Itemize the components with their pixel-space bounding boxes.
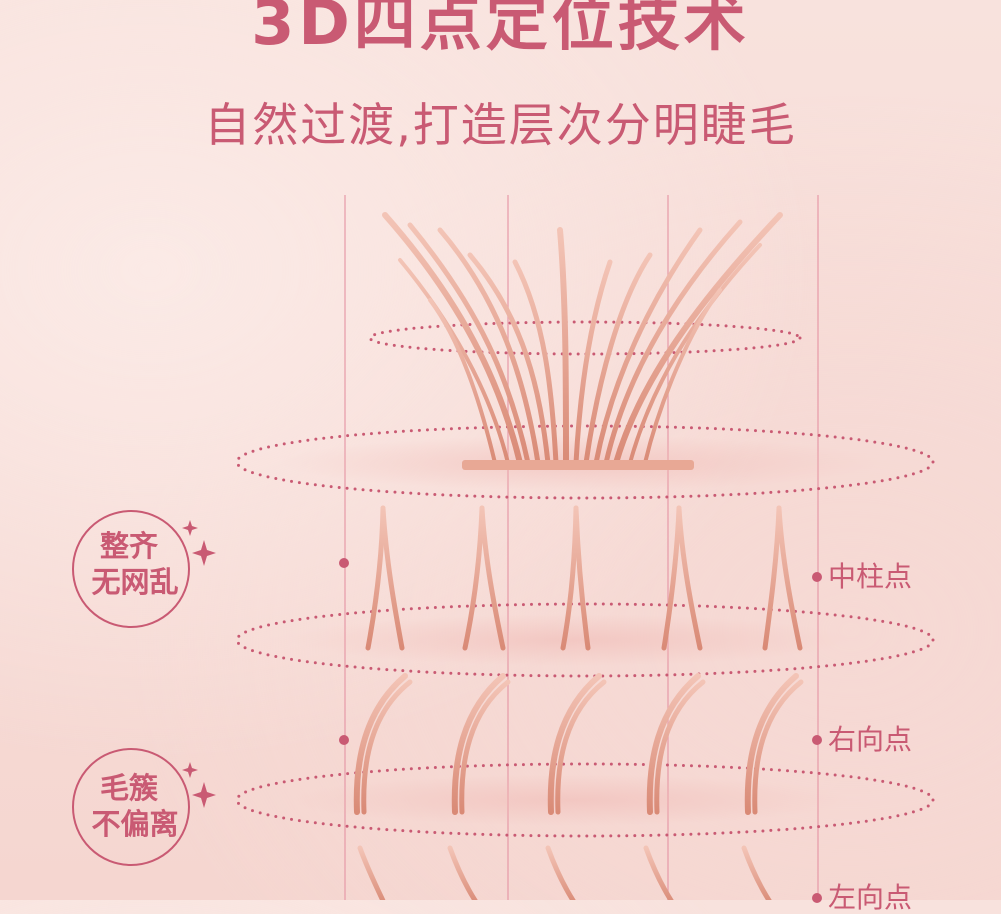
left-dot-1 [339, 558, 349, 568]
point-label-right: 右向点 [828, 723, 913, 756]
ring-top [368, 320, 802, 356]
badge-neat-line2: 无网乱 [91, 565, 179, 599]
lash-row-straight [365, 505, 803, 651]
point-dot-left [812, 893, 822, 903]
ring-low [235, 762, 935, 838]
badge-neat-line1: 整齐 [99, 529, 158, 563]
page-title: 3D四点定位技术 [251, 0, 750, 59]
badge-ring [72, 510, 190, 628]
sparkle-icon [182, 520, 216, 566]
badge-neat: 整齐 无网乱 [72, 510, 222, 630]
ring-base [235, 424, 935, 500]
point-dot-center [812, 572, 822, 582]
sparkle-icon [182, 762, 216, 808]
point-label-center: 中柱点 [828, 560, 913, 593]
lash-fan-cluster [382, 212, 783, 466]
badge-aligned: 毛簇 不偏离 [72, 748, 222, 868]
lash-row-right-curve [353, 673, 804, 815]
lash-band [462, 460, 694, 470]
left-dot-2 [339, 735, 349, 745]
badge-ring [72, 748, 190, 866]
lash-row-left-curve [357, 845, 772, 900]
point-label-left: 左向点 [828, 881, 913, 914]
page-subtitle: 自然过渡,打造层次分明睫毛 [204, 98, 797, 152]
ring-mid [235, 602, 935, 678]
point-dot-right [812, 735, 822, 745]
badge-aligned-line1: 毛簇 [99, 771, 158, 805]
badge-aligned-line2: 不偏离 [91, 807, 179, 841]
